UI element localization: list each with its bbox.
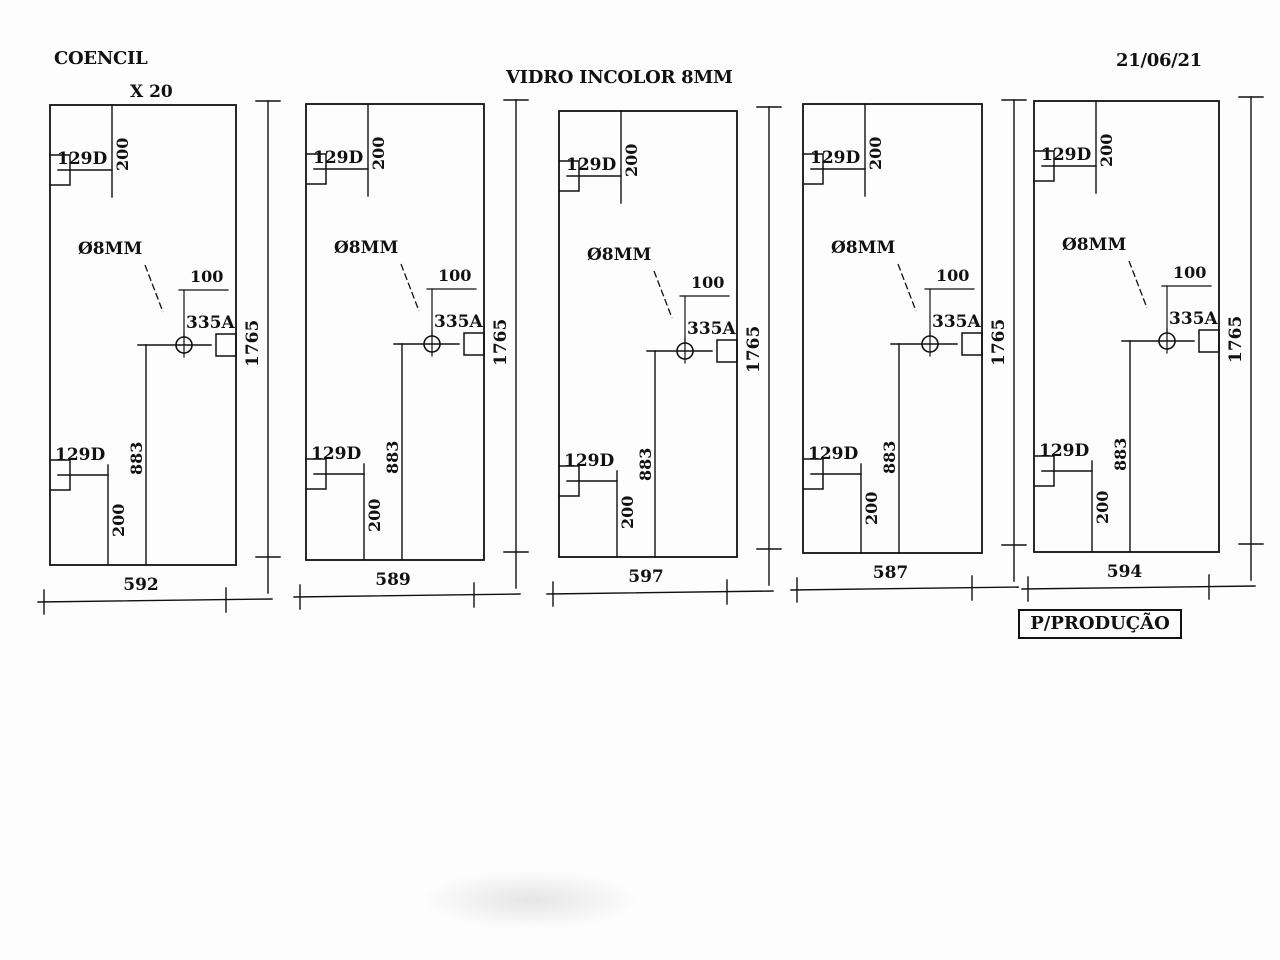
height-label: 1765 [243, 320, 263, 367]
height-label: 1765 [491, 319, 511, 366]
lock-cutout [215, 333, 237, 357]
width-dimension-line [1021, 585, 1256, 590]
hinge-bottom-label: 129D [564, 451, 614, 471]
hinge-bottom-label: 129D [808, 444, 858, 464]
width-label: 594 [1107, 562, 1143, 582]
width-label: 589 [375, 570, 411, 590]
width-dimension-line [293, 593, 521, 598]
hole-leader-line [1128, 260, 1148, 309]
hole-diameter-label: Ø8MM [831, 238, 895, 258]
hinge-top-label: 129D [1041, 145, 1091, 165]
hole-leader-line [897, 263, 917, 312]
lock-height-label: 883 [383, 441, 402, 474]
height-label: 1765 [744, 326, 764, 373]
width-label: 592 [123, 575, 159, 595]
glass-panel-2: 129D 200 129D 200 883 335A 100 Ø8MM 1765 589 [293, 99, 529, 610]
lock-height-label: 883 [880, 441, 899, 474]
glass-panel-4: 129D 200 129D 200 883 335A 100 Ø8MM 1765 587 [790, 99, 1027, 603]
hole-leader-line [400, 263, 420, 312]
width-label: 597 [628, 567, 664, 587]
width-dimension-line [546, 590, 774, 595]
hinge-top-label: 129D [566, 155, 616, 175]
hole-offset-label: 100 [190, 267, 223, 286]
hole-diameter-label: Ø8MM [1062, 235, 1126, 255]
hinge-top-label: 129D [57, 149, 107, 169]
company-name: COENCIL [54, 48, 148, 69]
lock-label: 335A [932, 312, 981, 332]
panel-outline [802, 103, 983, 554]
height-label: 1765 [989, 319, 1009, 366]
height-label: 1765 [1226, 316, 1246, 363]
lock-cutout [961, 332, 983, 356]
hole-offset-label: 100 [691, 273, 724, 292]
hinge-top-offset-label: 200 [866, 137, 885, 170]
hinge-bottom-offset-label: 200 [862, 492, 881, 525]
quantity-label: X 20 [130, 82, 173, 102]
hole-diameter-label: Ø8MM [78, 239, 142, 259]
hinge-top-label: 129D [313, 148, 363, 168]
hinge-bottom-offset-label: 200 [365, 499, 384, 532]
hinge-top-offset-label: 200 [1097, 134, 1116, 167]
width-dimension-line [37, 598, 273, 603]
production-stamp: P/PRODUÇÃO [1018, 609, 1182, 639]
panel-outline [558, 110, 738, 558]
hole-diameter-label: Ø8MM [334, 238, 398, 258]
glass-panel-1: 129D 200 129D 200 883 335A 100 Ø8MM 1765 592 [37, 100, 281, 615]
hole-diameter-label: Ø8MM [587, 245, 651, 265]
drawing-date: 21/06/21 [1116, 50, 1202, 71]
width-dimension-line [790, 586, 1019, 591]
hole-offset-label: 100 [1173, 263, 1206, 282]
hinge-top-offset-label: 200 [369, 137, 388, 170]
hinge-bottom-offset-label: 200 [109, 504, 128, 537]
hole-offset-label: 100 [438, 266, 471, 285]
panel-outline [305, 103, 485, 561]
lock-label: 335A [687, 319, 736, 339]
lock-label: 335A [1169, 309, 1218, 329]
hinge-bottom-label: 129D [311, 444, 361, 464]
hinge-top-label: 129D [810, 148, 860, 168]
hinge-bottom-offset-label: 200 [618, 496, 637, 529]
hinge-bottom-offset-label: 200 [1093, 491, 1112, 524]
hinge-bottom-label: 129D [55, 445, 105, 465]
material-title: VIDRO INCOLOR 8MM [506, 67, 733, 88]
lock-height-label: 883 [1111, 438, 1130, 471]
hole-leader-line [144, 264, 164, 313]
lock-height-label: 883 [127, 442, 146, 475]
lock-cutout [716, 339, 738, 363]
glass-panel-3: 129D 200 129D 200 883 335A 100 Ø8MM 1765 597 [546, 106, 782, 607]
scan-smudge [420, 870, 640, 930]
panel-outline [1033, 100, 1220, 553]
panel-outline [49, 104, 237, 566]
hinge-top-offset-label: 200 [622, 144, 641, 177]
lock-label: 335A [186, 313, 235, 333]
glass-panel-5: 129D 200 129D 200 883 335A 100 Ø8MM 1765 594 [1021, 96, 1264, 602]
hole-leader-line [653, 270, 673, 319]
lock-label: 335A [434, 312, 483, 332]
hole-offset-label: 100 [936, 266, 969, 285]
lock-cutout [463, 332, 485, 356]
lock-height-label: 883 [636, 448, 655, 481]
lock-cutout [1198, 329, 1220, 353]
width-label: 587 [873, 563, 909, 583]
hinge-top-offset-label: 200 [113, 138, 132, 171]
hinge-bottom-label: 129D [1039, 441, 1089, 461]
